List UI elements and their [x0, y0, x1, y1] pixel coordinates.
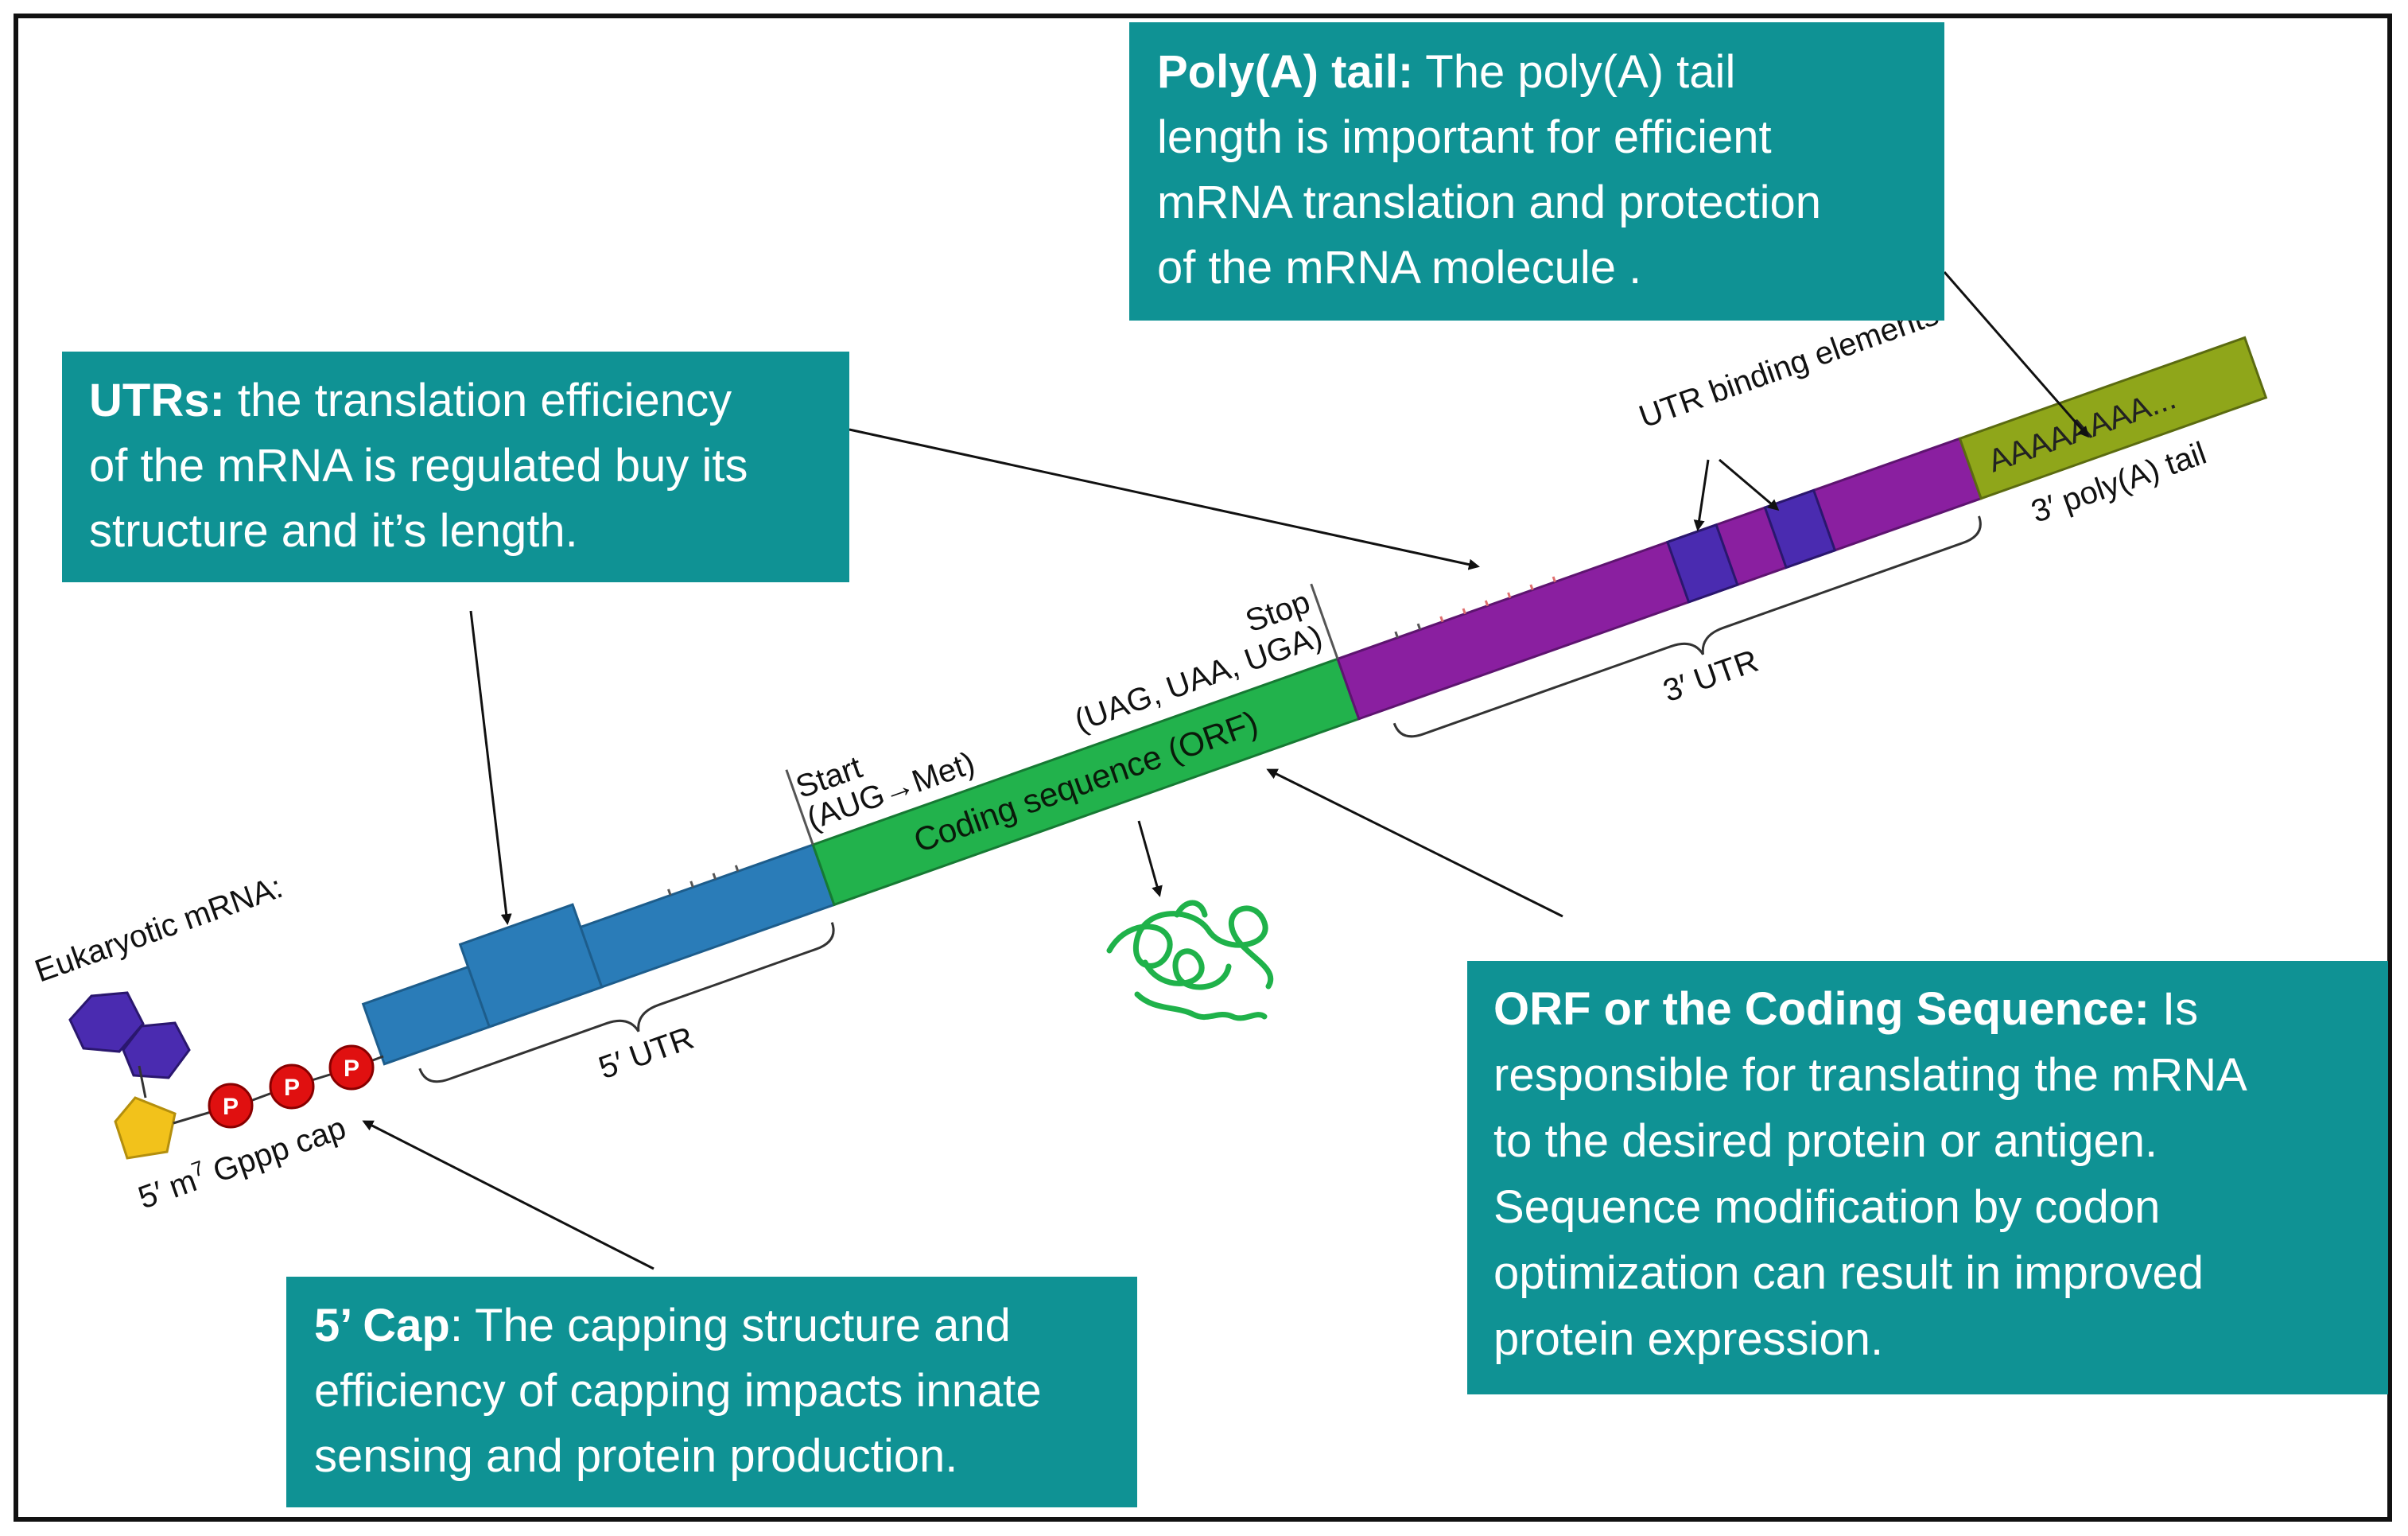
orf-protein-arrow: [1137, 820, 1163, 897]
polya-callout: Poly(A) tail: The poly(A) tail length is…: [1129, 22, 1944, 321]
orf-callout-text: responsible for translating the mRNA: [1493, 1049, 2247, 1101]
cap-callout-text: : The capping structure and: [450, 1300, 1011, 1351]
polya-callout-arrow: [1943, 271, 2089, 438]
phosphate-icon: [328, 1044, 375, 1091]
orf-callout-title: ORF or the Coding Sequence:: [1493, 983, 2150, 1035]
orf-callout: ORF or the Coding Sequence: Is responsib…: [1467, 961, 2388, 1394]
utr5-bracket: [418, 922, 835, 1083]
cap-callout-title: 5’ Cap: [314, 1300, 450, 1351]
phosphate-icon: [269, 1064, 315, 1110]
binding-arrow-2: [1719, 458, 1780, 511]
orf-callout-text: to the desired protein or antigen.: [1493, 1115, 2157, 1167]
utrs-callout-title: UTRs:: [89, 375, 225, 426]
utrs-callout: UTRs: the translation efficiency of the …: [62, 352, 849, 582]
orf-callout-text: optimization can result in improved: [1493, 1247, 2204, 1299]
svg-text:UTRs: the translation efficien: UTRs: the translation efficiency: [89, 375, 732, 426]
cap-callout: 5’ Cap: The capping structure and effici…: [286, 1277, 1137, 1507]
utrs-callout-arrow-5p: [469, 610, 512, 925]
utr-binding-element: [1665, 523, 1739, 604]
phosphate-icon: [208, 1083, 254, 1129]
svg-text:Poly(A) tail: The poly(A) tail: Poly(A) tail: The poly(A) tail: [1157, 46, 1735, 98]
phosphate-label: P: [344, 1056, 359, 1082]
utrs-callout-arrow-3p: [849, 428, 1480, 570]
utr5-raised-block: [458, 903, 604, 1029]
orf-callout-text: Sequence modification by codon: [1493, 1181, 2160, 1233]
stop-marker: [1310, 583, 1339, 659]
start-marker: [785, 769, 814, 846]
phosphate-label: P: [284, 1075, 300, 1101]
cap-callout-text: sensing and protein production.: [314, 1430, 957, 1482]
polya-callout-text: The poly(A) tail: [1413, 46, 1735, 98]
cap-hexagon-icon: [122, 1021, 191, 1079]
cap-callout-arrow: [362, 1120, 654, 1270]
utr3-bracket: [1392, 515, 1982, 738]
orf-callout-text: protein expression.: [1493, 1313, 1883, 1365]
orf-callout-text: Is: [2150, 983, 2198, 1035]
mrna-strand: Coding sequence (ORF) Start (AUG→Met) St…: [361, 297, 2268, 1086]
binding-arrow-1: [1693, 459, 1710, 531]
polya-segment: [1958, 336, 2268, 500]
cap-pentagon-icon: [114, 1096, 177, 1160]
utrs-callout-text: structure and it’s length.: [89, 505, 578, 557]
cap-callout-text: efficiency of capping impacts innate: [314, 1365, 1042, 1417]
utrs-callout-text: the translation efficiency: [225, 375, 732, 426]
orf-callout-arrow: [1266, 768, 1563, 918]
polya-callout-title: Poly(A) tail:: [1157, 46, 1413, 98]
polya-callout-text: length is important for efficient: [1157, 111, 1772, 163]
utrs-callout-text: of the mRNA is regulated buy its: [89, 440, 748, 492]
svg-text:5’ Cap: The capping structure: 5’ Cap: The capping structure and: [314, 1300, 1011, 1351]
five-prime-cap: P P P: [68, 991, 384, 1160]
svg-text:ORF or the Coding Sequence: Is: ORF or the Coding Sequence: Is: [1493, 983, 2198, 1035]
polya-callout-text: of the mRNA molecule .: [1157, 242, 1641, 294]
protein-icon: [1106, 900, 1274, 1021]
phosphate-label: P: [223, 1094, 239, 1120]
polya-callout-text: mRNA translation and protection: [1157, 177, 1821, 228]
cap-hexagon-icon: [68, 991, 145, 1053]
utr-binding-element: [1763, 488, 1837, 570]
